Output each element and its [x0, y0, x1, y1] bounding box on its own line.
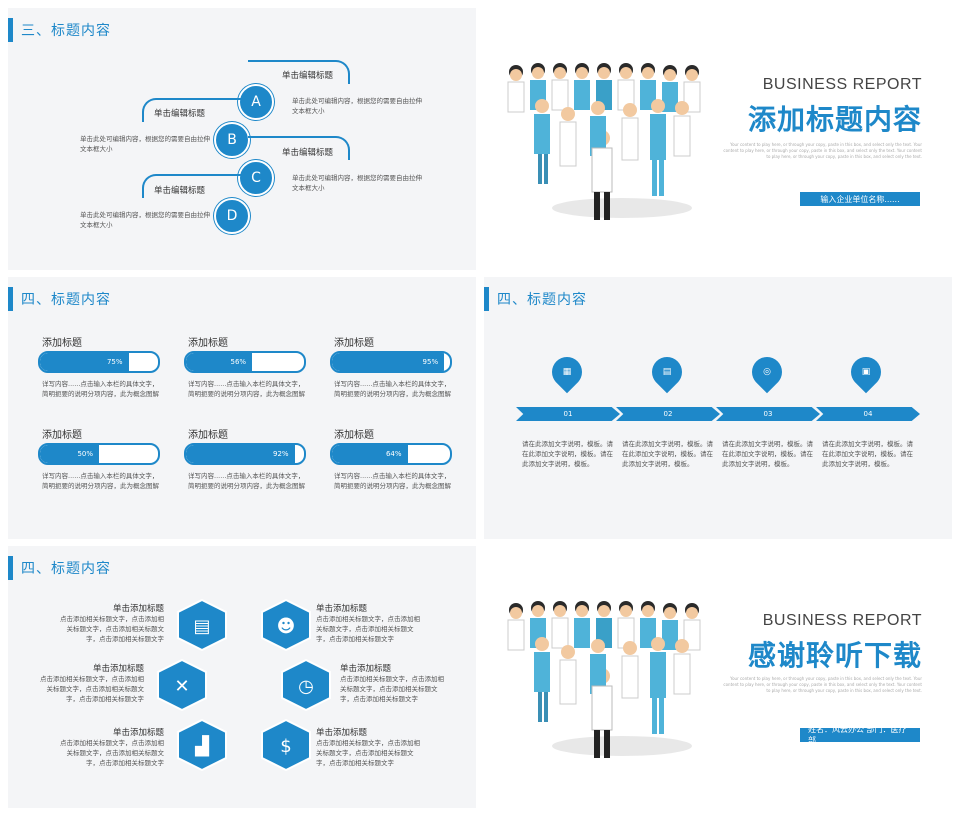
timeline-desc: 请在此添加文字说明，模板。请在此添加文字说明，模板。请在此添加文字说明，模板。	[822, 440, 913, 468]
hex-label-right: 单击添加标题	[340, 664, 392, 674]
connector-arc	[142, 174, 244, 198]
slide-progress-bars[interactable]: 四、标题内容 添加标题 75% 详写内容......点击输入本栏的具体文字，简明…	[8, 277, 476, 539]
slide-header: 四、标题内容	[8, 556, 111, 580]
progress-fill: 95%	[332, 353, 445, 371]
hex-label-right: 单击添加标题	[316, 728, 368, 738]
progress-desc: 详写内容......点击输入本栏的具体文字，简明扼要的说明分项内容，此为概念图解	[42, 380, 159, 398]
cover-title: 添加标题内容	[747, 103, 922, 136]
target-icon: ◎	[763, 367, 771, 377]
progress-desc: 详写内容......点击输入本栏的具体文字，简明扼要的说明分项内容，此为概念图解	[188, 472, 305, 490]
timeline-step: 01	[516, 407, 620, 421]
connector-arc	[142, 98, 244, 122]
clipboard-icon: ▤	[662, 367, 672, 377]
slide-abcd-list[interactable]: 三、标题内容 A 单击编辑标题 单击此处可编辑内容，根据您的需要自由拉伸文本框大…	[8, 8, 476, 270]
presenter-info-tag[interactable]: 姓名：风云办公 部门：医疗部	[800, 725, 920, 745]
progress-label: 添加标题	[42, 430, 82, 441]
hex-desc-right: 点击添加相关标题文字，点击添加相关标题文字，点击添加相关标题文字，点击添加相关标…	[316, 739, 420, 767]
item-d-label: 单击编辑标题	[154, 186, 206, 196]
slide-title: 四、标题内容	[497, 292, 587, 308]
progress-bar: 64%	[330, 443, 452, 465]
progress-desc: 详写内容......点击输入本栏的具体文字，简明扼要的说明分项内容，此为概念图解	[188, 380, 305, 398]
image-icon: ▣	[861, 367, 871, 377]
progress-bar: 50%	[38, 443, 160, 465]
calendar-icon: ▦	[562, 367, 572, 377]
progress-label: 添加标题	[334, 338, 374, 349]
progress-bar: 75%	[38, 351, 160, 373]
slide-title: 四、标题内容	[21, 292, 111, 308]
hex-desc-left: 点击添加相关标题文字，点击添加相关标题文字，点击添加相关标题文字，点击添加相关标…	[40, 675, 144, 703]
progress-fill: 75%	[40, 353, 129, 371]
cover-subtitle: BUSINESS REPORT	[762, 76, 922, 93]
slide-header: 三、标题内容	[8, 18, 111, 42]
tools-icon: ✕	[174, 676, 189, 697]
timeline-desc: 请在此添加文字说明，模板。请在此添加文字说明，模板。请在此添加文字说明，模板。	[622, 440, 713, 468]
timeline-desc: 请在此添加文字说明，模板。请在此添加文字说明，模板。请在此添加文字说明，模板。	[722, 440, 813, 468]
badge-d: D	[214, 198, 250, 234]
slide-hexagons[interactable]: 四、标题内容 ▤ ☻ ✕ ◷ ▟ $ 单击添加标题 点击添加相关标题文字，点击添…	[8, 546, 476, 808]
item-a-desc: 单击此处可编辑内容，根据您的需要自由拉伸文本框大小	[292, 97, 422, 115]
progress-fill: 50%	[40, 445, 99, 463]
hex-desc-right: 点击添加相关标题文字，点击添加相关标题文字，点击添加相关标题文字，点击添加相关标…	[316, 615, 420, 643]
item-d-desc: 单击此处可编辑内容，根据您的需要自由拉伸文本框大小	[80, 211, 210, 229]
hex-desc-left: 点击添加相关标题文字，点击添加相关标题文字，点击添加相关标题文字，点击添加相关标…	[60, 615, 164, 643]
clock-icon: ◷	[298, 676, 314, 697]
slide-thanks[interactable]: BUSINESS REPORT 感谢聆听下载 Your content to p…	[484, 546, 952, 808]
progress-fill: 56%	[186, 353, 253, 371]
item-c-label: 单击编辑标题	[282, 148, 334, 158]
thanks-fine-print: Your content to play here, or through yo…	[723, 676, 922, 693]
thanks-subtitle: BUSINESS REPORT	[762, 612, 922, 629]
timeline-step: 03	[716, 407, 820, 421]
progress-label: 添加标题	[42, 338, 82, 349]
badge-b: B	[214, 122, 250, 158]
medical-team-illustration	[507, 601, 701, 758]
hex-label-right: 单击添加标题	[316, 604, 368, 614]
connector-arc	[248, 60, 350, 84]
slide-title: 四、标题内容	[21, 561, 111, 577]
hexagon-cluster: ▤ ☻ ✕ ◷ ▟ $	[157, 598, 331, 772]
money-icon: $	[280, 736, 291, 757]
timeline-pin: ▤	[645, 350, 689, 394]
progress-fill: 92%	[186, 445, 295, 463]
progress-bar: 56%	[184, 351, 306, 373]
hex-desc-left: 点击添加相关标题文字，点击添加相关标题文字，点击添加相关标题文字，点击添加相关标…	[60, 739, 164, 767]
timeline-pin: ▣	[844, 350, 888, 394]
chart-icon: ▟	[194, 735, 210, 757]
item-a-label: 单击编辑标题	[282, 71, 334, 81]
slide-timeline[interactable]: 四、标题内容 ▦ ▤ ◎ ▣ 01 02 03 04 请在此添加文字说明，模板。…	[484, 277, 952, 539]
hex-label-left: 单击添加标题	[112, 728, 164, 738]
slide-title: 三、标题内容	[21, 23, 111, 39]
badge-a: A	[238, 84, 274, 120]
slide-header: 四、标题内容	[484, 287, 587, 311]
hex-label-left: 单击添加标题	[112, 604, 164, 614]
timeline-desc: 请在此添加文字说明，模板。请在此添加文字说明，模板。请在此添加文字说明，模板。	[522, 440, 613, 468]
timeline-step: 02	[616, 407, 720, 421]
hex-desc-right: 点击添加相关标题文字，点击添加相关标题文字，点击添加相关标题文字，点击添加相关标…	[340, 675, 444, 703]
progress-desc: 详写内容......点击输入本栏的具体文字，简明扼要的说明分项内容，此为概念图解	[42, 472, 159, 490]
cover-fine-print: Your content to play here, or through yo…	[723, 142, 922, 159]
item-b-label: 单击编辑标题	[154, 109, 206, 119]
badge-c: C	[238, 160, 274, 196]
hex-label-left: 单击添加标题	[92, 664, 144, 674]
progress-label: 添加标题	[334, 430, 374, 441]
progress-bar: 92%	[184, 443, 306, 465]
progress-bar: 95%	[330, 351, 452, 373]
team-icon: ☻	[277, 616, 296, 637]
timeline-step: 04	[816, 407, 920, 421]
timeline-pin: ▦	[545, 350, 589, 394]
thanks-title: 感谢聆听下载	[747, 639, 922, 672]
progress-label: 添加标题	[188, 338, 228, 349]
progress-fill: 64%	[332, 445, 408, 463]
slide-cover[interactable]: BUSINESS REPORT 添加标题内容 Your content to p…	[484, 8, 952, 270]
progress-desc: 详写内容......点击输入本栏的具体文字，简明扼要的说明分项内容，此为概念图解	[334, 472, 451, 490]
medical-team-illustration	[507, 63, 701, 220]
timeline-pin: ◎	[745, 350, 789, 394]
item-c-desc: 单击此处可编辑内容，根据您的需要自由拉伸文本框大小	[292, 174, 422, 192]
item-b-desc: 单击此处可编辑内容，根据您的需要自由拉伸文本框大小	[80, 135, 210, 153]
progress-label: 添加标题	[188, 430, 228, 441]
company-name-tag[interactable]: 输入企业单位名称......	[800, 192, 920, 206]
slide-header: 四、标题内容	[8, 287, 111, 311]
clipboard-icon: ▤	[193, 616, 210, 637]
connector-arc	[248, 136, 350, 160]
progress-desc: 详写内容......点击输入本栏的具体文字，简明扼要的说明分项内容，此为概念图解	[334, 380, 451, 398]
